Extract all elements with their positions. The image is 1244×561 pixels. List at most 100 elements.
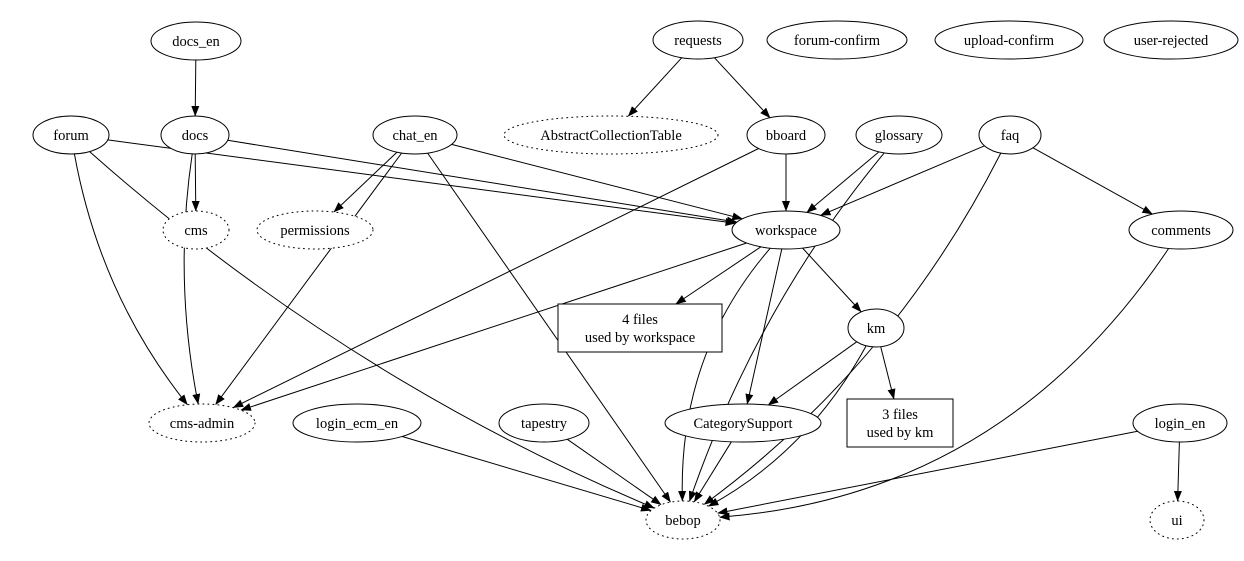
node-label-bebop: bebop (665, 513, 700, 529)
node-shape-bboard (746, 115, 826, 155)
node-login_ecm_en: login_ecm_en (292, 403, 422, 443)
node-login_en: login_en (1132, 403, 1228, 443)
edges-layer (73, 57, 1182, 521)
edge-requests-to-AbstractCollectionTable (627, 57, 683, 117)
node-CategorySupport: CategorySupport (664, 403, 822, 443)
node-label-AbstractCollectionTable: AbstractCollectionTable (540, 128, 682, 144)
node-comments: comments (1128, 210, 1234, 250)
node-label-forum: forum (53, 128, 89, 144)
node-shape-forum-confirm (766, 20, 908, 60)
edge-workspace-to-files_workspace (675, 246, 762, 305)
node-label-tapestry: tapestry (521, 416, 568, 432)
node-label-forum-confirm: forum-confirm (794, 33, 881, 49)
node-label-files_workspace-line1: used by workspace (585, 330, 695, 346)
node-label-chat_en: chat_en (392, 128, 438, 144)
node-cms: cms (162, 210, 230, 250)
node-label-CategorySupport: CategorySupport (693, 416, 792, 432)
edge-docs-to-workspace (227, 139, 738, 225)
node-files_km: 3 files used by km (846, 398, 954, 448)
edge-faq-to-comments (1032, 147, 1153, 215)
node-shape-cms (162, 210, 230, 250)
edge-workspace-to-bebop (678, 247, 771, 502)
node-faq: faq (978, 115, 1042, 155)
edge-bboard-to-cms-admin (232, 148, 759, 409)
node-shape-workspace (731, 210, 841, 250)
edge-workspace-to-km (802, 247, 862, 313)
node-shape-glossary (855, 115, 943, 155)
node-cms-admin: cms-admin (148, 403, 256, 443)
node-label-cms: cms (184, 223, 208, 239)
node-forum: forum (32, 115, 110, 155)
node-chat_en: chat_en (372, 115, 458, 155)
edge-docs_en-to-docs (191, 59, 200, 117)
node-label-upload-confirm: upload-confirm (964, 33, 1055, 49)
node-requests: requests (652, 20, 744, 60)
edge-chat_en-to-permissions (333, 151, 398, 213)
node-km: km (847, 308, 905, 348)
edge-glossary-to-workspace (806, 151, 880, 213)
nodes-layer: docs_en requests forum-confirm upload-confi… (32, 20, 1239, 540)
edge-forum-to-bebop (89, 151, 655, 509)
edge-km-to-files_km (880, 346, 896, 400)
node-label-glossary: glossary (875, 128, 924, 144)
node-user-rejected: user-rejected (1103, 20, 1239, 60)
node-label-docs_en: docs_en (172, 34, 220, 50)
edge-docs-to-cms (191, 153, 200, 212)
node-label-files_km-line0: 3 files (882, 407, 918, 423)
node-label-docs: docs (182, 128, 209, 144)
node-shape-forum (32, 115, 110, 155)
node-label-permissions: permissions (280, 223, 350, 239)
node-permissions: permissions (256, 210, 374, 250)
node-forum-confirm: forum-confirm (766, 20, 908, 60)
node-shape-login_ecm_en (292, 403, 422, 443)
edge-docs-to-cms-admin (183, 153, 201, 405)
node-shape-permissions (256, 210, 374, 250)
edge-km-to-bebop (707, 345, 867, 507)
node-shape-files_km (846, 398, 954, 448)
edge-CategorySupport-to-bebop (693, 441, 732, 503)
edge-km-to-CategorySupport (767, 341, 857, 406)
node-label-faq: faq (1001, 128, 1020, 144)
edge-login_en-to-bebop (717, 430, 1138, 516)
node-bboard: bboard (746, 115, 826, 155)
node-glossary: glossary (855, 115, 943, 155)
edge-login_ecm_en-to-bebop (402, 436, 652, 512)
node-label-login_ecm_en: login_ecm_en (316, 416, 399, 432)
node-label-comments: comments (1151, 223, 1211, 239)
node-label-cms-admin: cms-admin (170, 416, 235, 432)
node-workspace: workspace (731, 210, 841, 250)
edge-chat_en-to-cms-admin (215, 152, 403, 406)
node-label-files_km-line1: used by km (867, 425, 935, 441)
node-shape-faq (978, 115, 1042, 155)
edge-requests-to-bboard (714, 57, 771, 119)
edge-comments-to-bebop (719, 248, 1170, 521)
edge-login_en-to-ui (1173, 441, 1182, 502)
node-shape-CategorySupport (664, 403, 822, 443)
node-shape-tapestry (498, 403, 590, 443)
node-shape-km (847, 308, 905, 348)
node-shape-upload-confirm (934, 20, 1084, 60)
edge-workspace-to-CategorySupport (745, 248, 783, 405)
node-label-ui: ui (1171, 513, 1182, 529)
node-AbstractCollectionTable: AbstractCollectionTable (503, 115, 719, 155)
node-shape-user-rejected (1103, 20, 1239, 60)
node-shape-chat_en (372, 115, 458, 155)
edge-chat_en-to-workspace (451, 143, 743, 221)
node-docs: docs (160, 115, 230, 155)
node-shape-requests (652, 20, 744, 60)
node-shape-docs_en (150, 21, 242, 61)
node-shape-ui (1149, 500, 1205, 540)
node-shape-login_en (1132, 403, 1228, 443)
edge-workspace-to-cms-admin (240, 242, 747, 411)
node-shape-files_workspace (557, 303, 723, 353)
node-shape-docs (160, 115, 230, 155)
node-upload-confirm: upload-confirm (934, 20, 1084, 60)
node-shape-AbstractCollectionTable (503, 115, 719, 155)
node-label-requests: requests (674, 33, 722, 49)
node-shape-comments (1128, 210, 1234, 250)
node-docs_en: docs_en (150, 21, 242, 61)
edge-faq-to-workspace (820, 145, 985, 216)
edge-glossary-to-bebop (688, 152, 885, 502)
